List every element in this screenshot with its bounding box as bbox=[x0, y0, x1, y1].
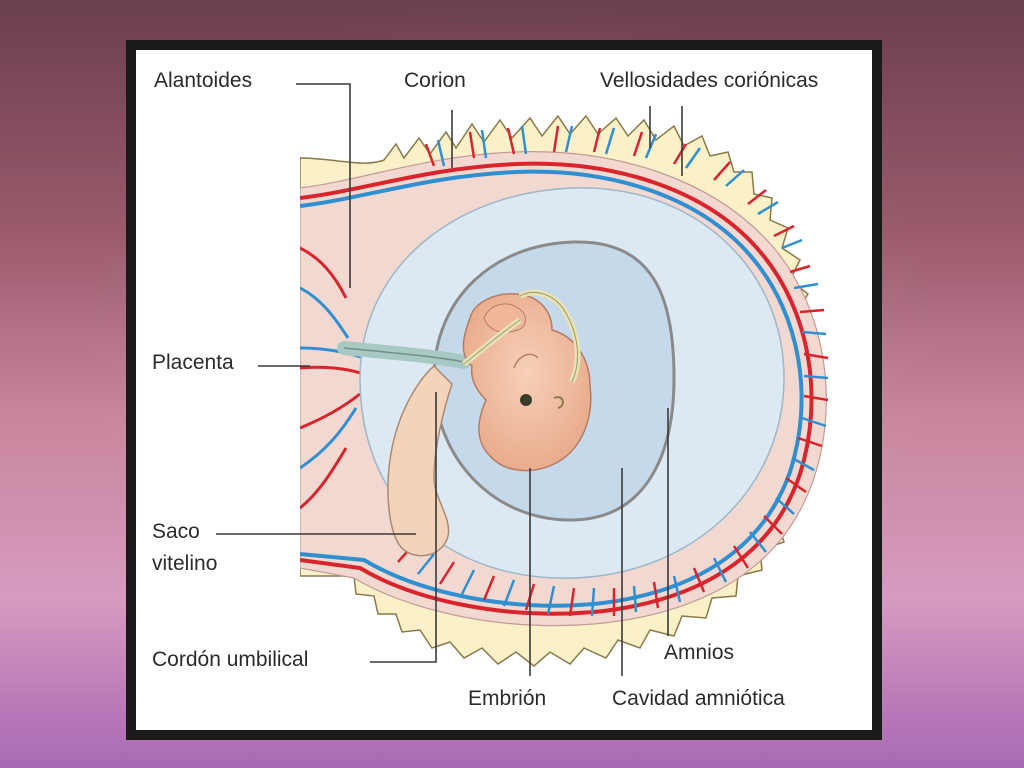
label-saco-line1: Saco bbox=[152, 520, 200, 543]
label-embrion: Embrión bbox=[468, 687, 547, 710]
label-placenta: Placenta bbox=[152, 351, 234, 374]
label-saco-line2: vitelino bbox=[152, 552, 218, 575]
label-corion: Corion bbox=[404, 69, 466, 92]
label-vellosidades: Vellosidades coriónicas bbox=[600, 69, 819, 92]
label-amnios: Amnios bbox=[664, 641, 735, 664]
embryo-diagram bbox=[216, 83, 829, 676]
label-alantoides: Alantoides bbox=[154, 69, 253, 92]
label-cavidad: Cavidad amniótica bbox=[612, 687, 785, 710]
label-cordon: Cordón umbilical bbox=[152, 648, 309, 671]
embryo bbox=[462, 289, 592, 472]
leader-alantoides bbox=[296, 83, 351, 288]
leader-cordon bbox=[370, 392, 437, 663]
